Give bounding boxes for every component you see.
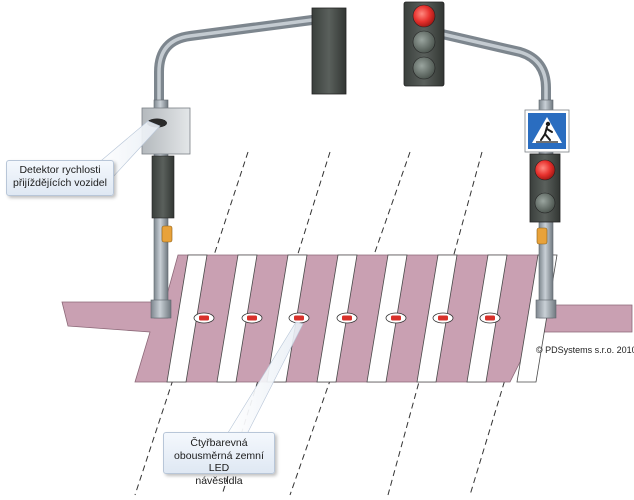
zebra-stripe <box>166 254 208 383</box>
left-side-signal-housing <box>151 155 175 219</box>
ground-led <box>241 312 263 324</box>
callout-text-line: Čtyřbarevná <box>190 437 248 449</box>
ground-led-callout: Čtyřbarevná obousměrná zemní LED návěsti… <box>163 432 275 487</box>
traffic-signal-red-lamp <box>412 4 436 28</box>
ground-led <box>385 312 407 324</box>
ground-led <box>193 312 215 324</box>
ground-led <box>288 312 310 324</box>
speed-detector-callout: Detektor rychlosti přijíždějících vozide… <box>6 160 114 196</box>
traffic-signal-green-lamp <box>412 56 436 80</box>
ground-led <box>479 312 501 324</box>
right-push-button <box>536 227 548 245</box>
right-pole-assembly <box>437 29 570 319</box>
left-push-button <box>161 225 173 243</box>
callout-text-line: Detektor rychlosti <box>19 164 101 176</box>
callout-text-line: návěstidla <box>195 474 243 487</box>
traffic-signal-amber-lamp <box>412 30 436 54</box>
ground-led <box>432 312 454 324</box>
left-pole-assembly <box>95 15 317 319</box>
right-traffic-signal <box>403 1 445 87</box>
zebra-stripe <box>216 254 258 383</box>
copyright-notice: © PDSystems s.r.o. 2010 <box>536 345 634 355</box>
pedestrian-signal-red-lamp <box>534 159 556 181</box>
zebra-stripe <box>266 254 308 383</box>
ground-leds <box>193 312 501 324</box>
left-pole-arm <box>154 15 317 115</box>
callout-text-line: obousměrná zemní LED <box>174 449 264 475</box>
ground-led <box>336 312 358 324</box>
pedestrian-signal-green-lamp <box>534 192 556 214</box>
callout-text-line: přijíždějících vozidel <box>13 176 107 189</box>
left-traffic-signal <box>311 7 347 95</box>
